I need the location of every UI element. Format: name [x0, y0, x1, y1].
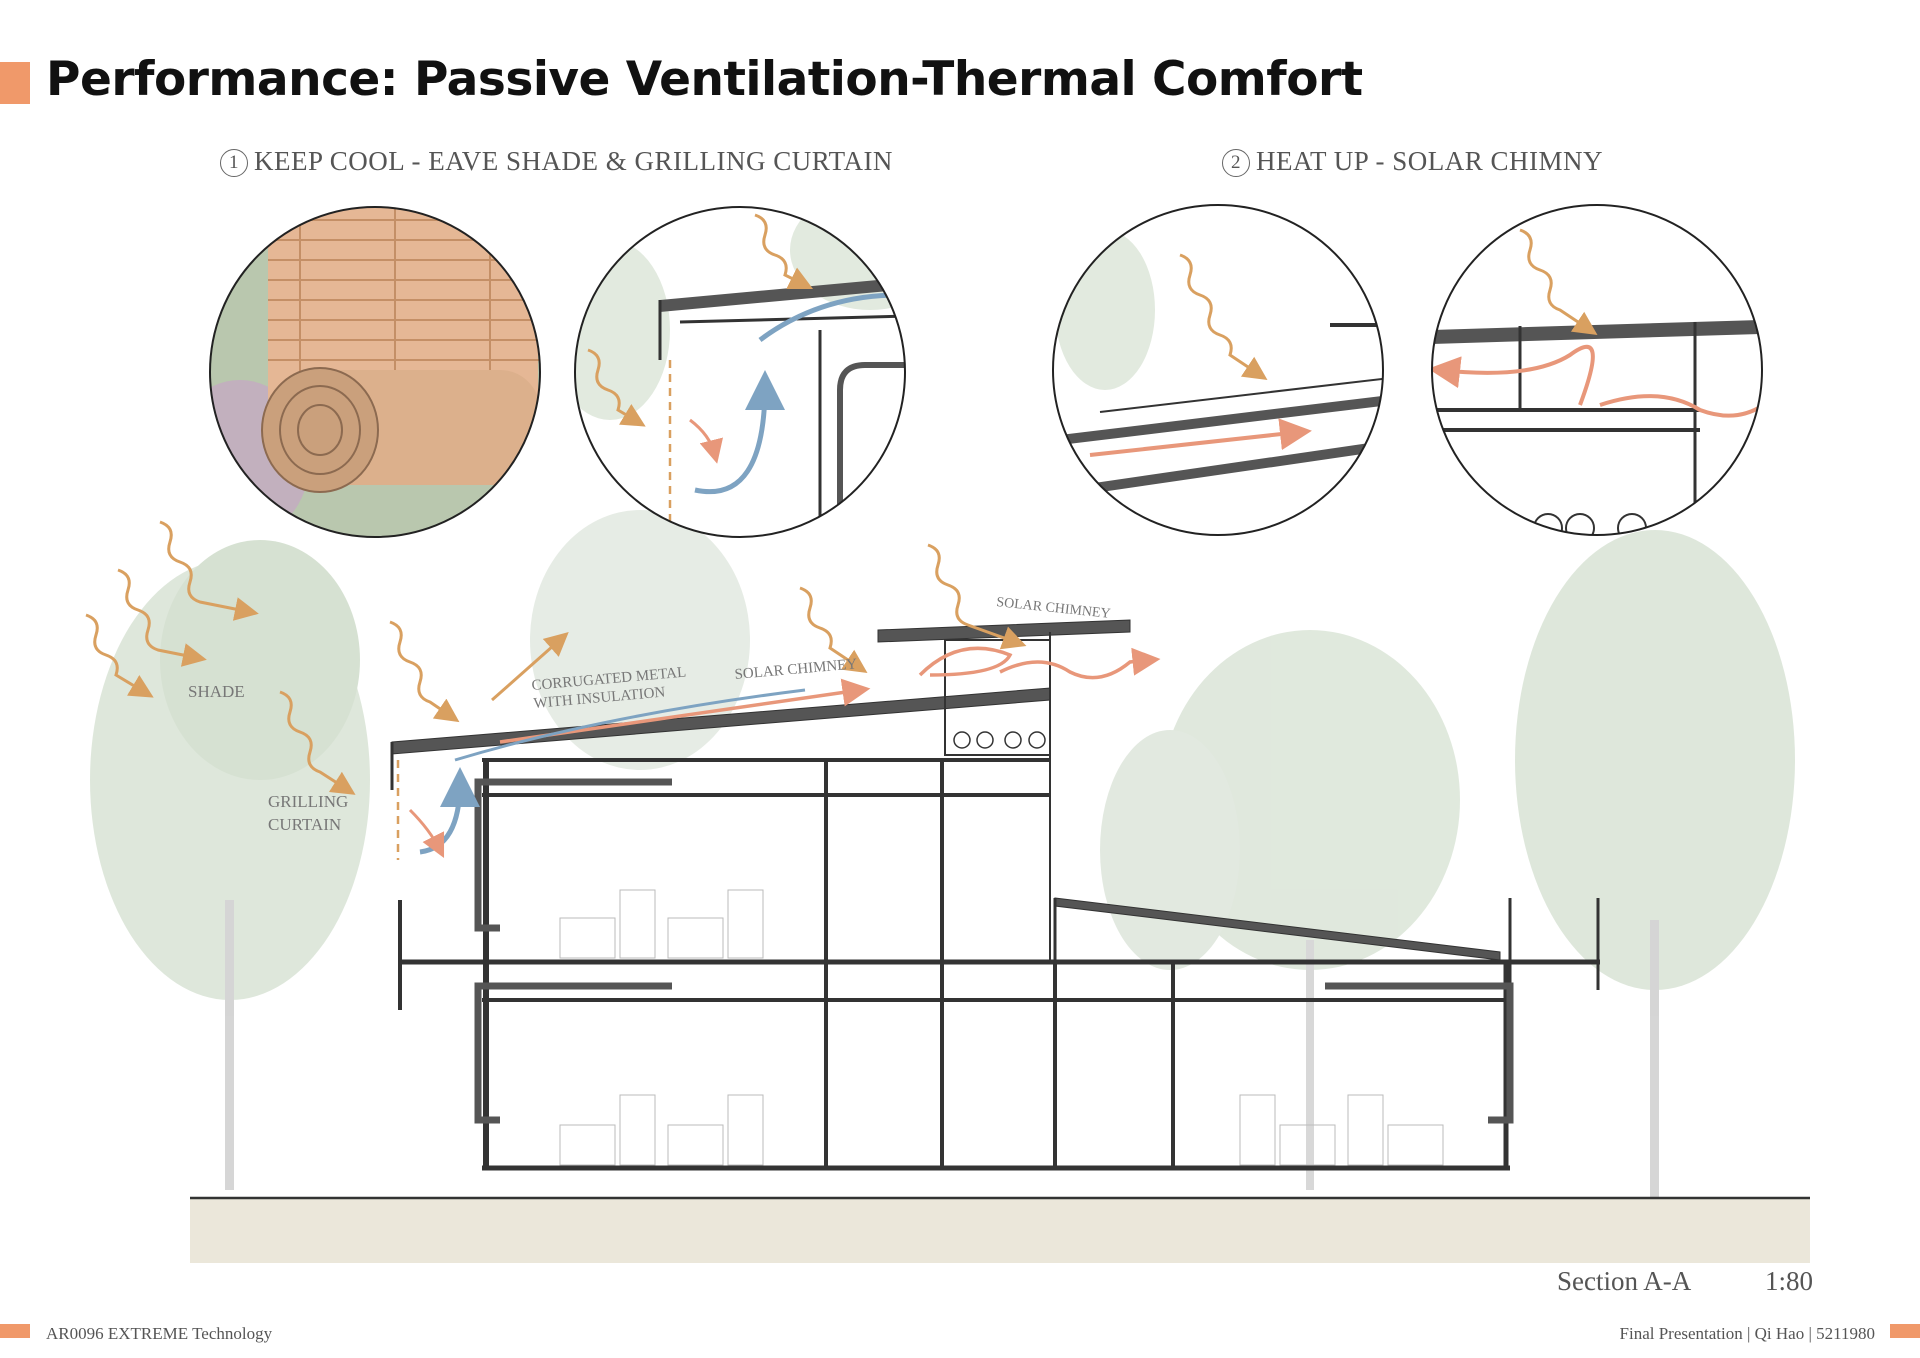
- title-accent-bar: [0, 62, 30, 104]
- tree-icon: [1515, 530, 1795, 1200]
- label-solar-chimney-roof: SOLAR CHIMNEY: [734, 656, 858, 683]
- bamboo-blind-photo: [209, 206, 541, 538]
- sun-ray-icon: [85, 520, 1027, 795]
- footer-course: AR0096 EXTREME Technology: [46, 1324, 273, 1343]
- section-2-label: HEAT UP - SOLAR CHIMNY: [1256, 146, 1604, 176]
- ground: [190, 1198, 1810, 1263]
- section-name: Section A-A: [1557, 1266, 1692, 1296]
- section-1-number: 1: [220, 149, 248, 177]
- building-section: [390, 619, 1600, 1171]
- tree-icon: [90, 540, 370, 1190]
- label-solar-chimney-top: SOLAR CHIMNEY: [996, 595, 1112, 622]
- roof-chimney-detail-circle: [1052, 204, 1384, 536]
- footer-presentation: Final Presentation | Qi Hao | 5211980: [1619, 1324, 1875, 1343]
- footer-accent-right: [1890, 1324, 1920, 1338]
- footer-accent-left: [0, 1324, 30, 1338]
- section-2-number: 2: [1222, 149, 1250, 177]
- section-1-label: KEEP COOL - EAVE SHADE & GRILLING CURTAI…: [254, 146, 893, 176]
- eave-detail-circle: [574, 206, 906, 538]
- page-title: Performance: Passive Ventilation-Thermal…: [46, 52, 1363, 107]
- label-grilling-curtain-1: GRILLING: [268, 792, 348, 811]
- chimney-top-detail-circle: [1431, 204, 1763, 536]
- label-shade: SHADE: [188, 682, 245, 701]
- label-grilling-curtain-2: CURTAIN: [268, 815, 341, 834]
- warm-airflow-icon: [408, 808, 445, 859]
- section-scale: 1:80: [1765, 1266, 1814, 1296]
